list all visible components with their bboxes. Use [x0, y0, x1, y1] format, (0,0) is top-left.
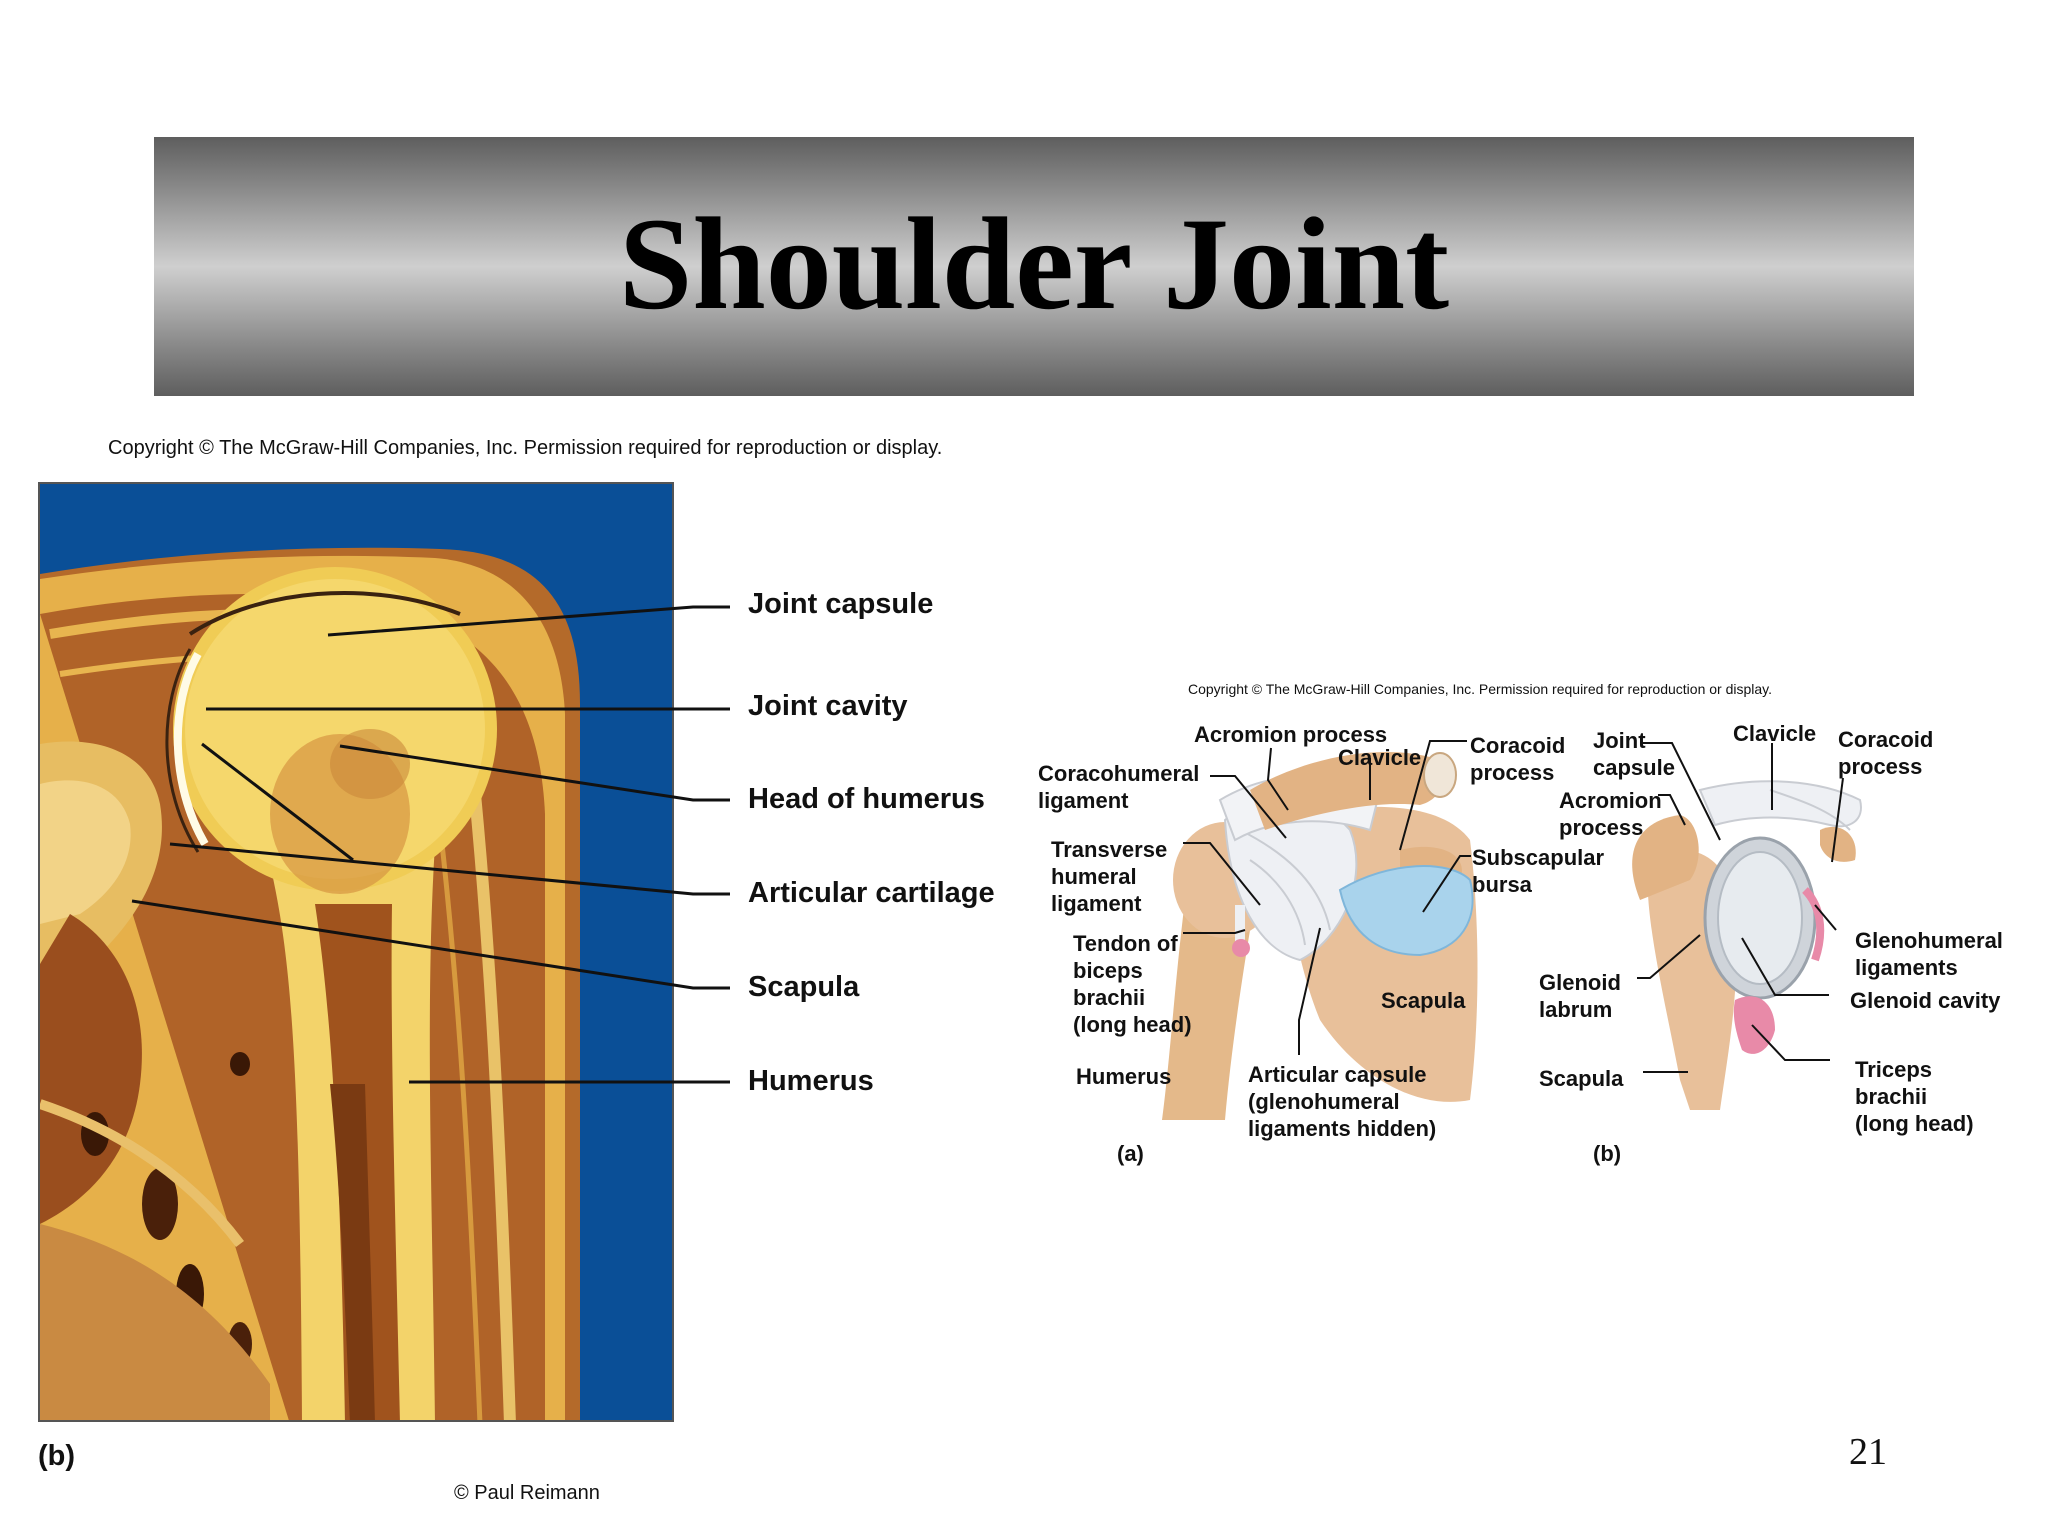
label-a-tendon-of-biceps: Tendon of biceps brachii (long head) [1073, 931, 1192, 1037]
label-a-acromion-process: Acromion process [1194, 722, 1388, 747]
copyright-notice: Copyright © The McGraw-Hill Companies, I… [108, 437, 943, 459]
label-b-coracoid-process: Coracoid process [1838, 727, 1934, 779]
shoulder-section-illustration [40, 484, 672, 1420]
photo-panel-letter: (b) [38, 1440, 76, 1472]
label-b-joint-capsule: Joint capsule [1593, 728, 1675, 780]
label-a-coracohumeral-ligament: Coracohumeral ligament [1038, 761, 1200, 813]
label-a-articular-capsule: Articular capsule (glenohumeral ligament… [1248, 1062, 1437, 1141]
diagram-b-drawing [1632, 780, 1862, 1110]
diagram-a-drawing [1162, 751, 1478, 1120]
label-head-of-humerus: Head of humerus [748, 783, 985, 815]
label-b-glenoid-labrum: Glenoid labrum [1539, 970, 1621, 1022]
label-b-panel-letter: (b) [1593, 1141, 1622, 1166]
page-title: Shoulder Joint [618, 190, 1450, 337]
label-b-glenoid-cavity: Glenoid cavity [1850, 988, 2001, 1013]
label-a-clavicle: Clavicle [1338, 745, 1422, 770]
label-b-clavicle: Clavicle [1733, 721, 1817, 746]
page-number: 21 [1849, 1431, 1887, 1473]
label-b-scapula: Scapula [1539, 1066, 1624, 1091]
shoulder-section-photo [38, 482, 674, 1422]
label-b-triceps-brachii: Triceps brachii (long head) [1855, 1057, 1974, 1136]
title-bar: Shoulder Joint [154, 137, 1914, 396]
label-a-humerus: Humerus [1076, 1064, 1172, 1089]
label-a-subscapular-bursa: Subscapular bursa [1472, 845, 1605, 897]
label-a-transverse-humeral-ligament: Transverse humeral ligament [1051, 837, 1168, 916]
label-humerus: Humerus [748, 1065, 874, 1097]
label-b-glenohumeral-ligaments: Glenohumeral ligaments [1855, 928, 2003, 980]
label-articular-cartilage: Articular cartilage [748, 877, 995, 909]
label-joint-cavity: Joint cavity [748, 690, 908, 722]
label-a-scapula: Scapula [1381, 988, 1466, 1013]
label-scapula: Scapula [748, 971, 860, 1003]
label-b-acromion-process: Acromion process [1559, 788, 1662, 840]
copyright-notice-small: Copyright © The McGraw-Hill Companies, I… [1188, 681, 1773, 697]
label-a-panel-letter: (a) [1117, 1141, 1144, 1166]
label-joint-capsule: Joint capsule [748, 588, 934, 620]
photo-credit: © Paul Reimann [454, 1482, 600, 1504]
label-a-coracoid-process: Coracoid process [1470, 733, 1566, 785]
